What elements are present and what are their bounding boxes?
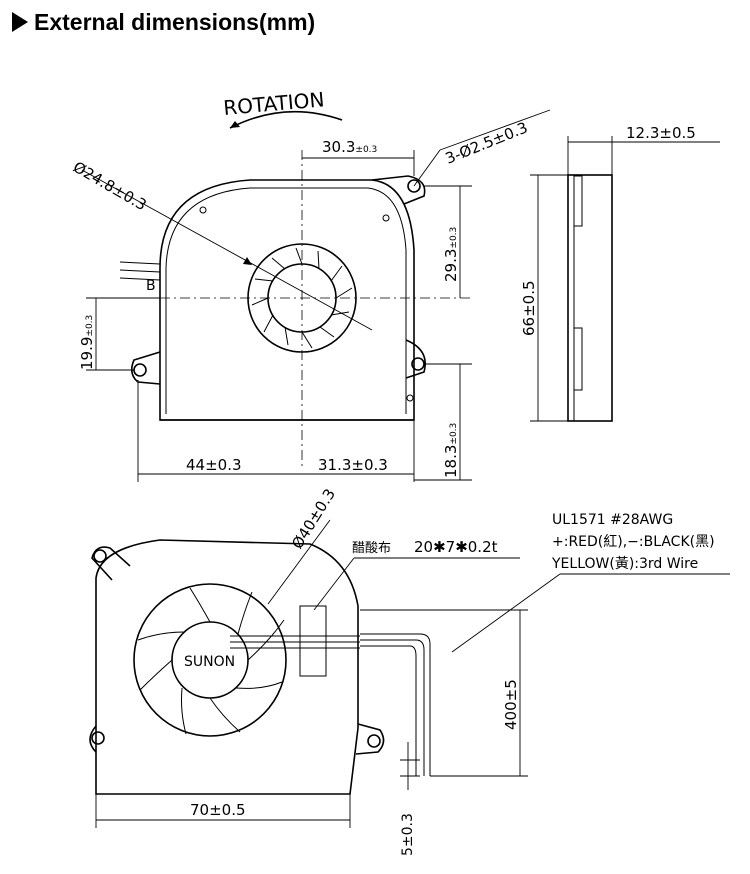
- housing-inner-outline: [165, 187, 407, 414]
- inlet-dia-label: Ø24.8±0.3: [70, 158, 150, 214]
- mount-ear-right: [405, 339, 426, 379]
- side-clip-top: [573, 175, 583, 227]
- housing-outline: [159, 179, 415, 421]
- bottom-ear-right: [355, 723, 385, 755]
- leader-arrow-icon: [243, 257, 252, 265]
- top-view: ROTATION B Ø24.8±: [70, 87, 551, 482]
- screw-top-left: [199, 206, 207, 214]
- dim-31-3-label: 31.3±0.3: [318, 456, 388, 474]
- rotation-arrowhead-icon: [230, 121, 240, 128]
- cable-spec-label: UL1571 #28AWG: [552, 512, 673, 528]
- cable-third-label: YELLOW(黃):3rd Wire: [551, 556, 698, 572]
- inlet-dia-leader: [81, 169, 373, 331]
- dim-30-3-label: 30.3±0.3: [322, 138, 377, 156]
- dim-29-3-label: 29.3±0.3: [442, 227, 460, 282]
- brand-label: SUNON: [184, 654, 235, 670]
- title-bullet-icon: [12, 12, 28, 32]
- dim-19-9-label: 19.9±0.3: [78, 315, 96, 370]
- mount-hole-left: [133, 363, 147, 377]
- bottom-hole-left: [91, 731, 105, 745]
- holes-leader: [413, 149, 441, 187]
- holes-label: 3-Ø2.5±0.3: [443, 118, 530, 167]
- bottom-width-label: 70±0.5: [190, 801, 246, 819]
- impeller-dia-leader: [267, 519, 331, 605]
- wire-exit: [119, 261, 161, 281]
- side-thickness-label: 12.3±0.5: [626, 124, 696, 142]
- side-clip-bottom: [573, 327, 583, 391]
- screw-top-right: [382, 214, 390, 222]
- tape-label: 醋酸布: [352, 540, 391, 556]
- bottom-ear-top-left: [91, 546, 131, 581]
- bottom-housing-outline: [95, 539, 359, 795]
- rotation-arrow: [229, 110, 343, 129]
- tape-patch: [299, 605, 327, 677]
- rotation-label: ROTATION: [222, 87, 325, 120]
- title-row: External dimensions(mm): [12, 6, 315, 38]
- bottom-impeller-outer: [133, 583, 287, 737]
- wire-route: [360, 633, 431, 776]
- holes-leader-tail: [439, 109, 551, 151]
- bottom-hole-right: [367, 734, 381, 748]
- cable-colors-label: +:RED(紅),−:BLACK(黑): [552, 534, 715, 550]
- mount-hole-top-right: [407, 179, 421, 193]
- bottom-ear-left: [89, 725, 97, 753]
- wire-letter: B: [146, 278, 156, 294]
- cable-leader: [451, 573, 561, 653]
- wire-length-label: 400±5: [502, 679, 520, 730]
- dim-18-3-label: 18.3±0.3: [442, 423, 460, 478]
- mount-ear-top-right: [371, 175, 426, 205]
- bottom-view: SUNON Ø40±0.3 醋酸布 20✱7✱0.2t UL1571 #28AW…: [89, 485, 730, 856]
- screw-bottom-right: [406, 394, 414, 402]
- tape-size-label: 20✱7✱0.2t: [414, 538, 498, 556]
- bottom-impeller-blades: [137, 587, 285, 735]
- side-outline: [567, 174, 613, 422]
- impeller-blades: [251, 247, 353, 349]
- page-title: External dimensions(mm): [34, 8, 316, 35]
- strip-length-label: 5±0.3: [400, 813, 416, 856]
- tape-leader: [313, 557, 355, 611]
- side-view: 12.3±0.5 66±0.5: [520, 124, 720, 422]
- dim-44-label: 44±0.3: [186, 456, 242, 474]
- wire-bundle: [230, 635, 360, 649]
- side-height-label: 66±0.5: [520, 280, 538, 336]
- bottom-hole-top-left: [93, 549, 107, 563]
